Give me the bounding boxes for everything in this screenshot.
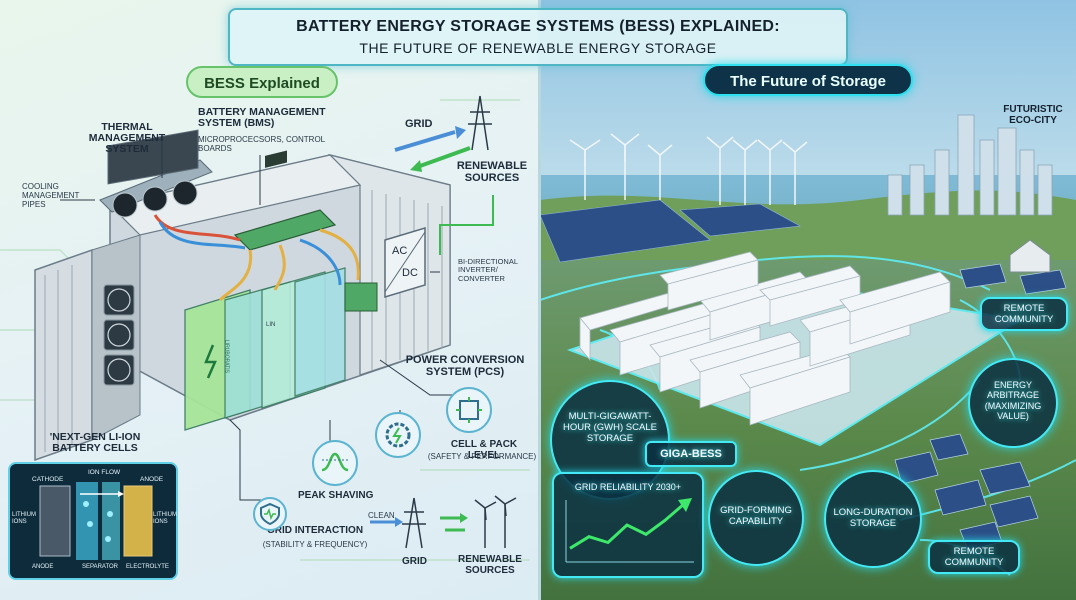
battery-racks [184, 267, 346, 431]
peak-shaving-icon [312, 440, 358, 486]
arbitrage-circle: ENERGY ARBITRAGE (MAXIMIZING VALUE) [968, 358, 1058, 448]
renewable-top-label: RENEWABLE SOURCES [456, 160, 528, 184]
cathode-label: CATHODE [32, 476, 64, 483]
bms-label: BATTERY MANAGEMENT SYSTEM (BMS) [198, 106, 326, 130]
grid-bottom-label: GRID [402, 556, 427, 567]
house [1009, 239, 1051, 273]
inverter-dc: DC [402, 267, 418, 279]
reliability-chart [565, 498, 694, 563]
trend-arrow-icon [678, 498, 692, 512]
lithium-left-label: LITHIUM IONS [12, 512, 36, 525]
shield-icon [253, 497, 287, 531]
grid-flow-bottom [370, 495, 517, 549]
eco-city [887, 114, 1053, 216]
reliability-trend-line [569, 502, 685, 550]
grid-forming-label: GRID-FORMING CAPABILITY [720, 505, 792, 527]
lithium-right-label: LITHIUM IONS [153, 512, 177, 525]
electrolyte-label: ELECTROLYTE [126, 564, 169, 570]
bms-sublabel: MICROPROCECSORS, CONTROL BOARDS [198, 135, 325, 153]
remote-bottom-card: REMOTE COMMUNITY [928, 540, 1020, 574]
grid-interaction-sublabel: (STABILITY & FREQUENCY) [262, 540, 368, 549]
nextgen-label: 'NEXT-GEN LI-ION BATTERY CELLS [49, 431, 141, 455]
battery-lin-label: LIN [266, 322, 276, 328]
giga-bess-containers [579, 251, 951, 426]
battery-cell-inset: CATHODE ION FLOW ANODE LITHIUM IONS LITH… [8, 462, 178, 580]
anode-bottom-label: ANODE [32, 564, 54, 570]
remote-bottom-label: REMOTE COMMUNITY [944, 546, 1004, 568]
grid-reliability-label: GRID RELIABILITY 2030+ [574, 482, 682, 492]
grid-interaction-label: GRID INTERACTION [266, 525, 364, 536]
right-panel: FUTURISTIC ECO-CITY REMOTE COMMUNITY ENE… [540, 0, 1076, 600]
battery-side-label: LIRUBORATIS [223, 340, 230, 373]
left-illustration [0, 95, 530, 561]
giga-bess-label: GIGA-BESS [660, 448, 722, 460]
bess-explained-heading: BESS Explained [186, 66, 338, 98]
grid-forming-circle: GRID-FORMING CAPABILITY [708, 470, 804, 566]
giga-bess-card: GIGA-BESS [645, 441, 737, 467]
long-duration-circle: LONG-DURATION STORAGE [824, 470, 922, 568]
left-panel: THERMAL MANAGEMENT SYSTEM COOLING MANAGE… [0, 0, 540, 600]
ion-flow-label: ION FLOW [88, 469, 121, 476]
clean-label: CLEAN [368, 511, 395, 520]
thermal-label: THERMAL MANAGEMENT SYSTEM [88, 121, 166, 156]
page-subtitle: THE FUTURE OF RENEWABLE ENERGY STORAGE [359, 40, 717, 56]
grid-top-label: GRID [405, 118, 433, 130]
multi-gwh-label: MULTI-GIGAWATT-HOUR (GWh) SCALE STORAGE [563, 411, 657, 444]
separator-label: SEPARATOR [82, 564, 119, 570]
circuit-icon [446, 387, 492, 433]
title-banner: BATTERY ENERGY STORAGE SYSTEMS (BESS) EX… [228, 8, 848, 66]
remote-top-label: REMOTE COMMUNITY [994, 303, 1054, 325]
grid-reliability-card: GRID RELIABILITY 2030+ [552, 472, 704, 578]
solar-field [540, 199, 801, 263]
future-storage-heading: The Future of Storage [703, 64, 913, 96]
long-duration-label: LONG-DURATION STORAGE [833, 507, 913, 529]
arbitrage-label: ENERGY ARBITRAGE (MAXIMIZING VALUE) [984, 380, 1042, 422]
renewable-bottom-label: RENEWABLE SOURCES [458, 554, 522, 576]
right-illustration [540, 114, 1076, 576]
remote-top-card: REMOTE COMMUNITY [980, 297, 1068, 331]
gear-icon [375, 412, 421, 458]
container-illustration [34, 150, 451, 462]
cell-level-sublabel: (SAFETY & PERFORMANCE) [427, 452, 537, 461]
cooling-unit [99, 129, 213, 218]
page-title: BATTERY ENERGY STORAGE SYSTEMS (BESS) EX… [296, 18, 780, 35]
pcs-label: POWER CONVERSION SYSTEM (PCS) [405, 354, 525, 378]
peak-shaving-label: PEAK SHAVING [298, 490, 374, 501]
anode-top-label: ANODE [140, 476, 164, 483]
wind-turbines [569, 133, 808, 205]
grid-flow-top [394, 95, 494, 255]
cell-level-label: CELL & PACK LEVEL [450, 439, 518, 461]
panel-divider [538, 0, 541, 600]
eco-city-label: FUTURISTIC ECO-CITY [1003, 104, 1063, 126]
inverter-ac: AC [392, 245, 408, 257]
inverter-label: BI-DIRECTIONAL INVERTER/ CONVERTER [458, 257, 518, 283]
cooling-label: COOLING MANAGEMENT PIPES [22, 182, 80, 209]
